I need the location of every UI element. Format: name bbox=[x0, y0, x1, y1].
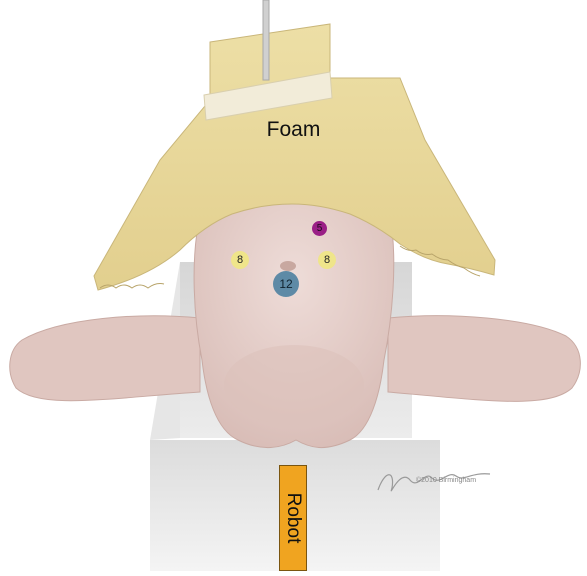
port-8-left-marker: 8 bbox=[231, 251, 249, 269]
port-8-right-marker: 8 bbox=[318, 251, 336, 269]
copyright-credit: ©2010 Birmingham bbox=[416, 477, 476, 484]
port-5-marker: 5 bbox=[312, 221, 327, 236]
robot-label: Robot bbox=[282, 493, 304, 544]
port-5-label: 5 bbox=[317, 224, 323, 234]
port-12-marker: 12 bbox=[273, 271, 299, 297]
port-8-right-label: 8 bbox=[324, 255, 330, 266]
foam-label: Foam bbox=[0, 118, 587, 142]
patient-body bbox=[10, 189, 581, 448]
port-12-label: 12 bbox=[279, 278, 292, 290]
port-8-left-label: 8 bbox=[237, 255, 243, 266]
